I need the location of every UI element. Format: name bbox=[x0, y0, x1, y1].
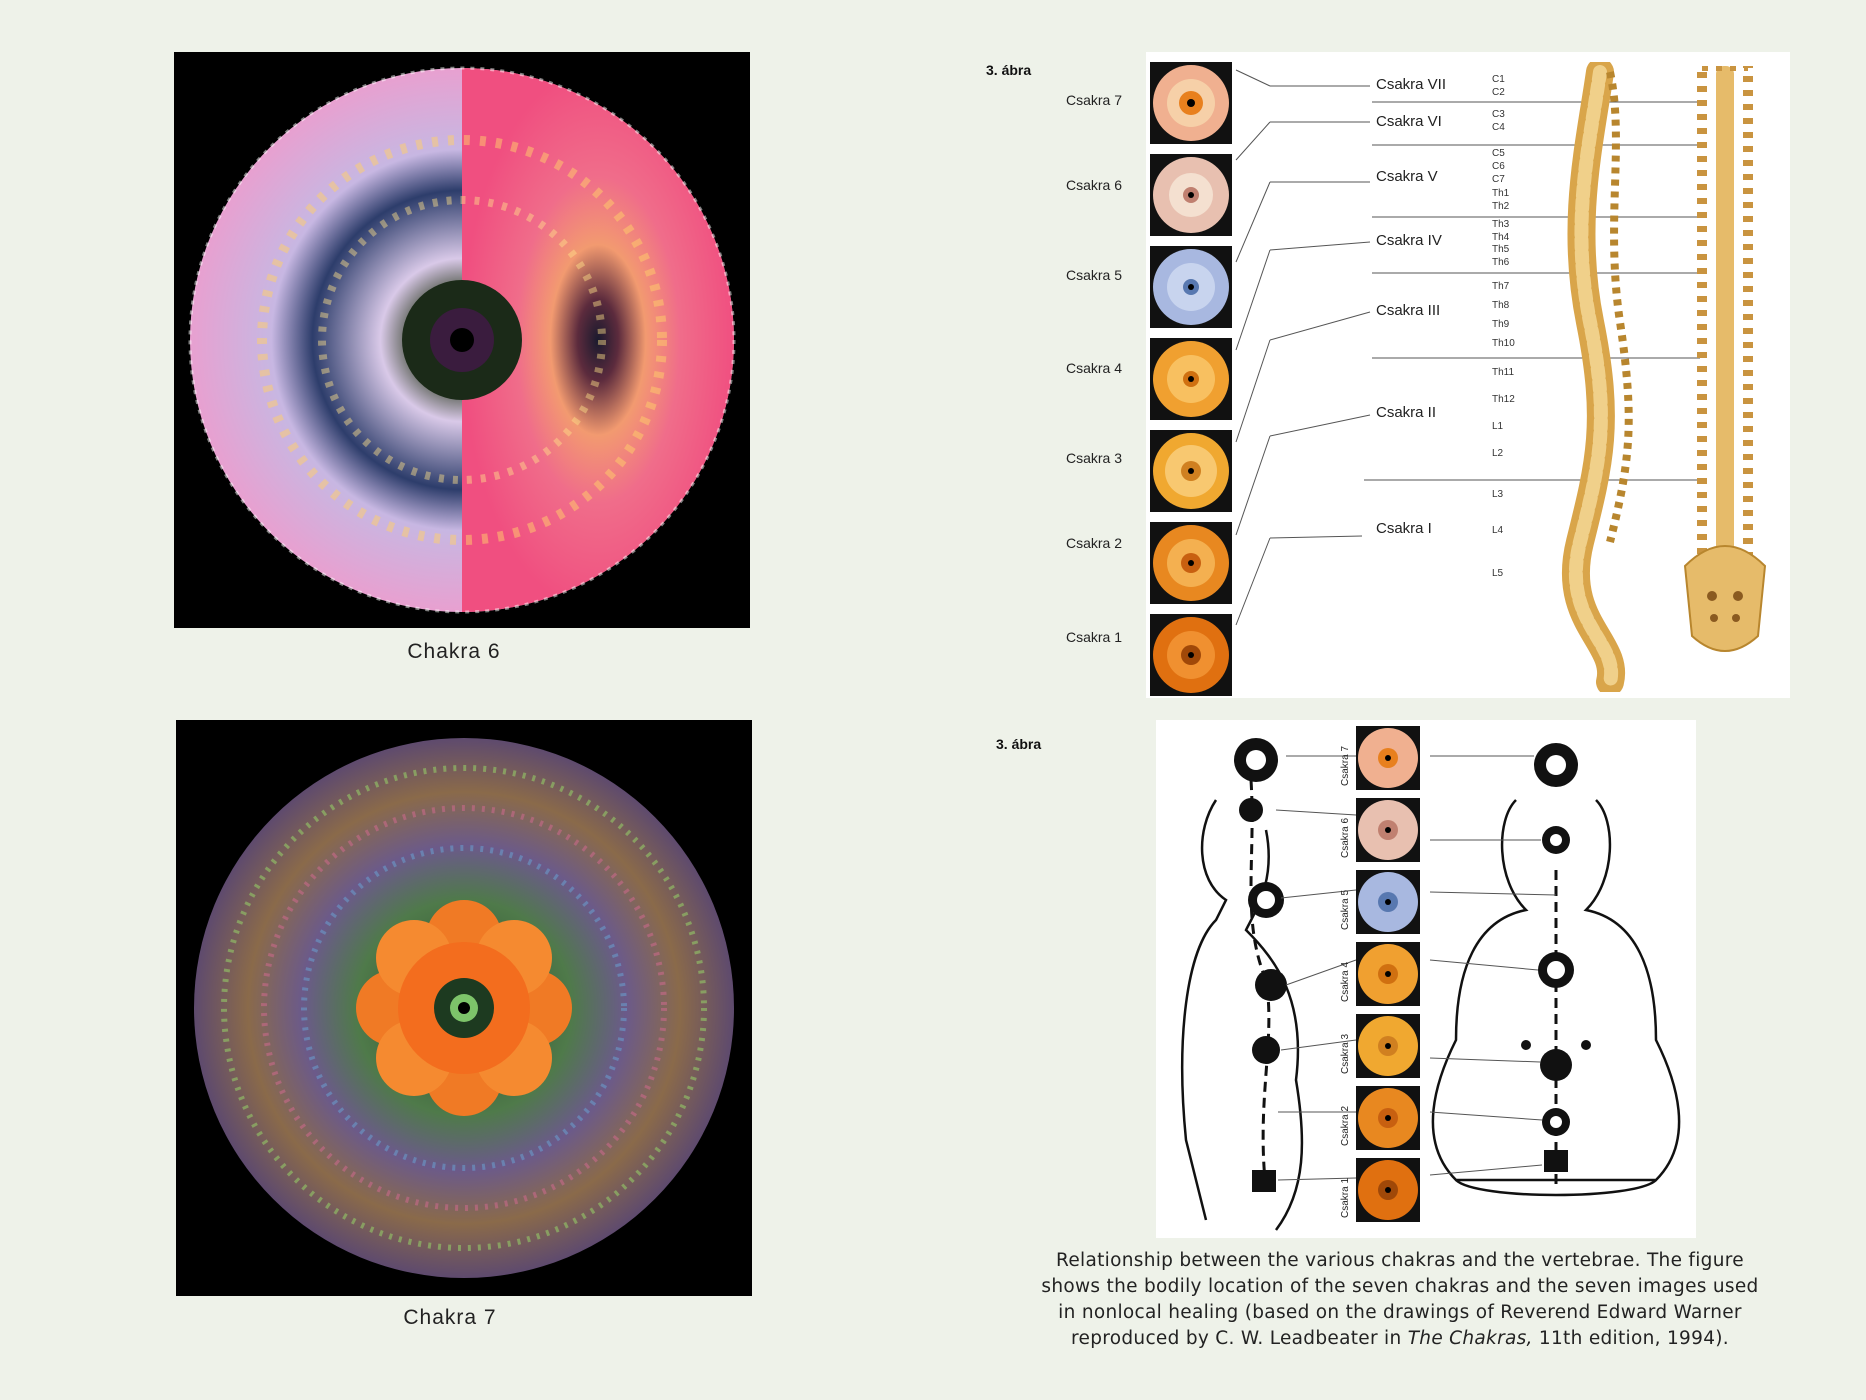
caption-line: Relationship between the various chakras… bbox=[1056, 1250, 1744, 1271]
vertebra-label: C4 bbox=[1492, 122, 1505, 133]
csakra-7-label: Csakra 7 bbox=[1066, 92, 1123, 108]
chakra-5-side-thumbnail bbox=[1356, 870, 1420, 934]
chakra-6-side-thumbnail bbox=[1356, 798, 1420, 862]
csakra-2-label: Csakra 2 bbox=[1066, 535, 1123, 551]
vertebra-label: C6 bbox=[1492, 161, 1505, 172]
vertebra-label: C7 bbox=[1492, 174, 1505, 185]
chakra-3-side-thumbnail bbox=[1356, 1014, 1420, 1078]
chakra-1-side-thumbnail bbox=[1356, 1158, 1420, 1222]
csakra-iv-label: Csakra IV bbox=[1376, 232, 1442, 249]
caption-text: 11th edition, 1994). bbox=[1532, 1328, 1729, 1349]
vertebra-label: Th5 bbox=[1492, 244, 1510, 255]
vertebra-label: Th6 bbox=[1492, 257, 1510, 268]
chakra-6-plate bbox=[174, 52, 750, 628]
orange-flower-icon bbox=[356, 900, 572, 1116]
csakra-1-vertical-label: Csakra 1 bbox=[1340, 1177, 1351, 1218]
spine-side-illustration bbox=[1561, 62, 1633, 692]
vertebra-label: Th4 bbox=[1492, 232, 1510, 243]
caption-line: shows the bodily location of the seven c… bbox=[1041, 1276, 1759, 1297]
chakra-7-caption: Chakra 7 bbox=[403, 1306, 497, 1329]
csakra-iii-label: Csakra III bbox=[1376, 302, 1441, 319]
csakra-vi-label: Csakra VI bbox=[1376, 113, 1442, 130]
csakra-ii-label: Csakra II bbox=[1376, 404, 1437, 421]
csakra-3-vertical-label: Csakra 3 bbox=[1340, 1033, 1351, 1074]
chakra-7-thumbnail bbox=[1150, 62, 1232, 144]
chakra-7-plate bbox=[176, 720, 752, 1296]
chakra-4-side-thumbnail bbox=[1356, 942, 1420, 1006]
chakra-4-thumbnail bbox=[1150, 338, 1232, 420]
caption-line: in nonlocal healing (based on the drawin… bbox=[1058, 1302, 1742, 1323]
csakra-3-label: Csakra 3 bbox=[1066, 450, 1123, 466]
csakra-7-vertical-label: Csakra 7 bbox=[1340, 745, 1351, 786]
vertebra-label: L1 bbox=[1492, 421, 1504, 432]
vertebra-label: Th11 bbox=[1492, 367, 1515, 378]
vertebra-label: L5 bbox=[1492, 568, 1504, 579]
spine-back-illustration bbox=[1683, 66, 1767, 652]
vertebra-label: Th7 bbox=[1492, 281, 1510, 292]
vertebra-label: Th1 bbox=[1492, 188, 1510, 199]
csakra-5-vertical-label: Csakra 5 bbox=[1340, 889, 1351, 930]
chakra-6-thumbnail bbox=[1150, 154, 1232, 236]
chakra-3-thumbnail bbox=[1150, 430, 1232, 512]
chakra-6-artwork bbox=[188, 66, 736, 614]
chakra-2-thumbnail bbox=[1150, 522, 1232, 604]
csakra-vii-label: Csakra VII bbox=[1376, 76, 1447, 93]
vertebra-label: Th3 bbox=[1492, 219, 1510, 230]
chakra-5-thumbnail bbox=[1150, 246, 1232, 328]
csakra-6-label: Csakra 6 bbox=[1066, 177, 1123, 193]
vertebra-label: Th8 bbox=[1492, 300, 1510, 311]
csakra-1-label: Csakra 1 bbox=[1066, 629, 1123, 645]
caption-text: reproduced by C. W. Leadbeater in bbox=[1071, 1328, 1408, 1349]
chakra-6-caption: Chakra 6 bbox=[407, 640, 501, 663]
csakra-6-vertical-label: Csakra 6 bbox=[1340, 817, 1351, 858]
vertebra-label: Th10 bbox=[1492, 338, 1515, 349]
chakra-7-side-thumbnail bbox=[1356, 726, 1420, 790]
figure-top-label: 3. ábra bbox=[986, 62, 1032, 78]
chakra-2-side-thumbnail bbox=[1356, 1086, 1420, 1150]
vertebra-label: L4 bbox=[1492, 525, 1504, 536]
csakra-4-vertical-label: Csakra 4 bbox=[1340, 961, 1351, 1002]
caption-line: reproduced by C. W. Leadbeater in The Ch… bbox=[1028, 1326, 1772, 1352]
csakra-i-label: Csakra I bbox=[1376, 520, 1432, 537]
vertebra-label: C1 bbox=[1492, 74, 1505, 85]
csakra-4-label: Csakra 4 bbox=[1066, 360, 1123, 376]
vertebra-label: L3 bbox=[1492, 489, 1504, 500]
vertebra-label: Th9 bbox=[1492, 319, 1510, 330]
chakra-1-thumbnail bbox=[1150, 614, 1232, 696]
body-outline-illustration bbox=[1181, 738, 1681, 1231]
vertebra-label: C2 bbox=[1492, 87, 1505, 98]
figure-bottom-label: 3. ábra bbox=[996, 736, 1042, 752]
csakra-2-vertical-label: Csakra 2 bbox=[1340, 1105, 1351, 1146]
vertebra-label: C5 bbox=[1492, 148, 1505, 159]
book-title: The Chakras, bbox=[1407, 1328, 1533, 1349]
vertebra-label: Th12 bbox=[1492, 394, 1515, 405]
chakra-7-artwork bbox=[194, 738, 734, 1278]
vertebra-label: C3 bbox=[1492, 109, 1505, 120]
vertebra-label: L2 bbox=[1492, 448, 1504, 459]
csakra-5-label: Csakra 5 bbox=[1066, 267, 1123, 283]
csakra-v-label: Csakra V bbox=[1376, 168, 1438, 185]
figure-caption: Relationship between the various chakras… bbox=[1028, 1248, 1772, 1352]
vertebra-label: Th2 bbox=[1492, 201, 1510, 212]
